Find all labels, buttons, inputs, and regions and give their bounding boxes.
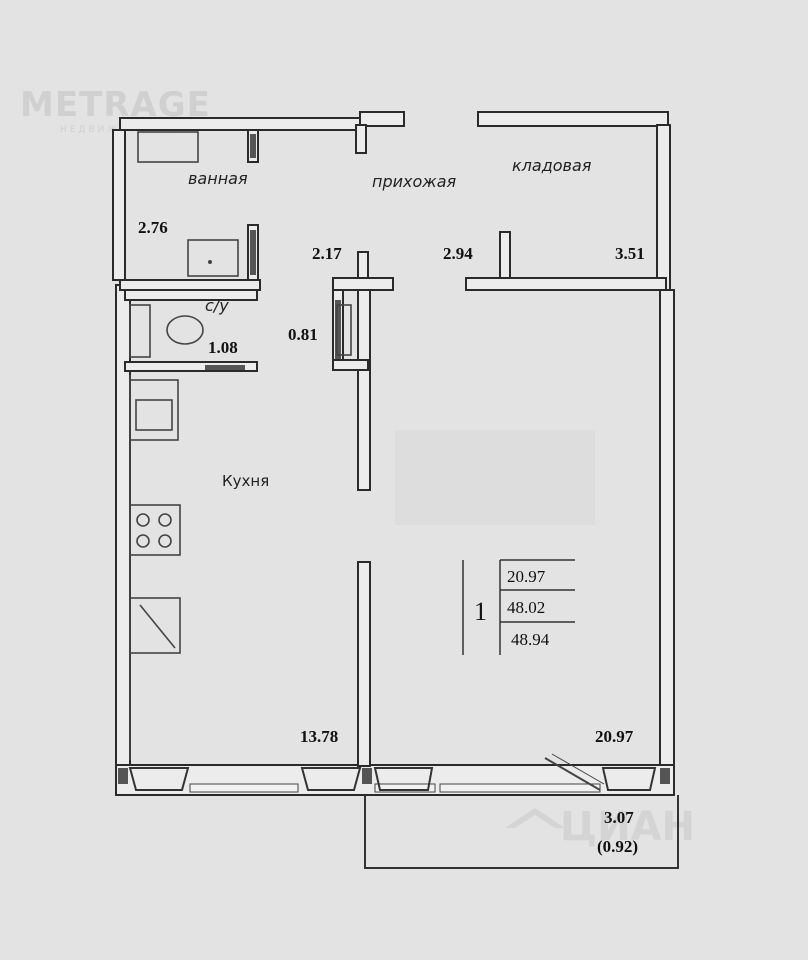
bath-bottom-wall [119, 279, 261, 291]
washbasin [187, 239, 239, 277]
cian-watermark: ЦИАН [505, 804, 695, 850]
window-center [374, 783, 436, 793]
bathroom-area: 2.76 [138, 218, 168, 237]
right-wall-lower [659, 289, 675, 769]
top-wall-right [477, 111, 669, 127]
left-wall-upper [112, 129, 126, 281]
corner-hatch-right [660, 768, 670, 784]
wc-top-wall [124, 289, 258, 301]
legend-total-with-balcony: 48.94 [511, 630, 550, 649]
storage-bottom-wall [465, 277, 667, 291]
sink-bowl [135, 399, 173, 431]
sill-4 [601, 767, 657, 791]
balcony-outline [364, 795, 679, 869]
hallway-area: 2.17 [312, 244, 342, 263]
central-wall-lower [357, 561, 371, 767]
hall-post [355, 124, 367, 154]
cian-watermark-text: ЦИАН [560, 804, 695, 850]
legend-rooms-count: 1 [474, 597, 487, 626]
toilet-bowl [166, 315, 204, 345]
stove [129, 504, 181, 556]
bathtub [137, 131, 199, 163]
wc-fixtures [129, 304, 352, 358]
legend-total-area: 48.02 [507, 598, 545, 617]
bath-wall-hatch-top [250, 134, 256, 158]
corner-hatch-mid [362, 768, 372, 784]
fridge-diagonal [139, 604, 176, 649]
kitchen-fixtures [129, 375, 181, 760]
balcony-area-reduced: (0.92) [597, 837, 638, 856]
drain-icon [208, 260, 212, 264]
top-wall-left [119, 117, 366, 131]
sink-unit [129, 379, 179, 441]
wc-area: 1.08 [208, 338, 238, 357]
storage-post [499, 231, 511, 283]
niche-top-wall [332, 277, 394, 291]
closet-area: 3.51 [615, 244, 645, 263]
corner-hatch-left [118, 768, 128, 784]
burner-4-icon [158, 534, 172, 548]
kitchen-name: Кухня [222, 472, 269, 490]
burner-2-icon [158, 513, 172, 527]
wc-bottom-wall [124, 361, 258, 372]
cian-house-icon [505, 808, 565, 828]
central-wall [357, 289, 371, 491]
window-left [189, 783, 299, 793]
wc-cistern [129, 304, 151, 358]
wc-name: с/у [205, 296, 229, 315]
balcony-door-swing [544, 757, 601, 791]
window-right [439, 783, 601, 793]
sill-2 [300, 767, 362, 791]
balcony-area: 3.07 [604, 808, 634, 827]
bath-fixtures [137, 131, 239, 277]
kitchen-area: 13.78 [300, 727, 338, 746]
niche-bottom-wall [332, 359, 369, 371]
wc-bottom-hatch [205, 365, 245, 370]
balcony-door-swing-2 [551, 753, 605, 785]
sill-1 [128, 767, 190, 791]
niche-hatch [335, 300, 341, 360]
area-legend: 1 20.97 48.02 48.94 [462, 559, 575, 655]
storage-name: кладовая [512, 156, 592, 175]
burner-3-icon [136, 534, 150, 548]
niche-area: 0.81 [288, 325, 318, 344]
blurred-area [395, 430, 595, 525]
hallway-name: прихожая [372, 172, 456, 191]
sill-3 [373, 767, 434, 791]
legend-living-area: 20.97 [507, 567, 546, 586]
storage-area: 2.94 [443, 244, 473, 263]
burner-1-icon [136, 513, 150, 527]
bathroom-name: ванная [188, 169, 248, 188]
niche-cabinet [336, 304, 352, 356]
right-wall-upper [656, 124, 671, 291]
left-wall-lower [115, 284, 131, 766]
bath-wall-hatch-bottom [250, 230, 256, 275]
living-area: 20.97 [595, 727, 634, 746]
top-wall-notch [359, 111, 405, 127]
